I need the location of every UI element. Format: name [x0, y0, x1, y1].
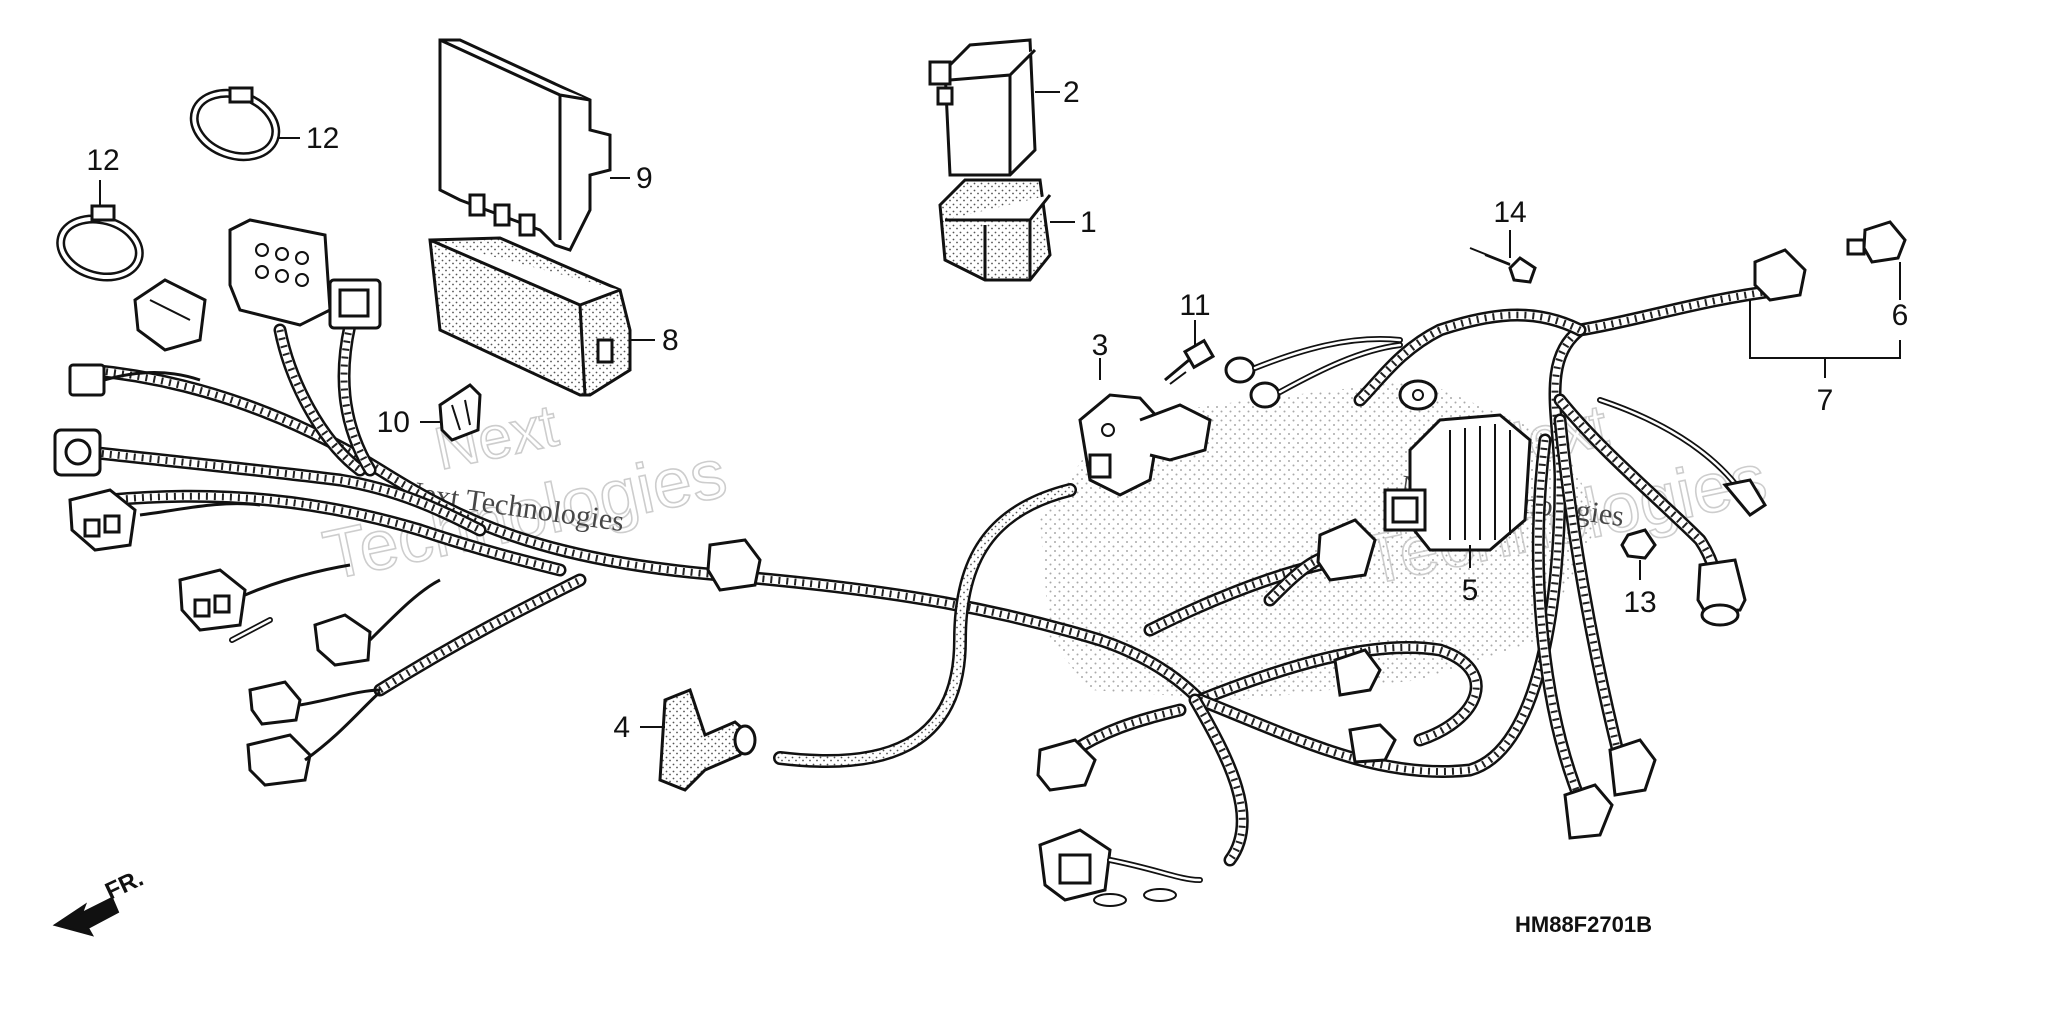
multi-pin-connector-large[interactable]	[228, 218, 332, 327]
main-wire-harness	[63, 283, 1787, 867]
connector-right-lower-a[interactable]	[1333, 648, 1382, 697]
nut-13[interactable]	[1620, 528, 1657, 560]
callout-7: 7	[1817, 384, 1834, 417]
bolt-11[interactable]	[1164, 338, 1216, 385]
connector-right-bullet[interactable]	[1597, 397, 1768, 517]
spark-plug-lead	[773, 483, 1077, 769]
connector-square-right[interactable]	[328, 278, 382, 330]
left-branch-wires	[103, 371, 441, 762]
callout-8: 8	[662, 324, 679, 357]
connector-left-small[interactable]	[68, 363, 106, 397]
small-clip[interactable]	[438, 383, 482, 442]
bullet-terminal-left	[229, 617, 273, 643]
harness-clip-mid	[706, 538, 762, 592]
harness-end-connector-7[interactable]	[1753, 248, 1807, 302]
callout-12-lower: 12	[86, 144, 119, 177]
front-direction-indicator: FR.	[52, 865, 148, 937]
connector-left-mid[interactable]	[178, 568, 247, 632]
regulator-rectifier[interactable]	[1383, 413, 1532, 552]
callout-5: 5	[1462, 574, 1479, 607]
connector-left-lower[interactable]	[313, 613, 372, 667]
front-arrow-icon	[52, 896, 120, 937]
relay[interactable]	[928, 38, 1037, 177]
connector-bottom-large[interactable]	[1038, 828, 1112, 902]
callout-11: 11	[1179, 289, 1210, 322]
callout-3: 3	[1092, 329, 1109, 362]
connector-multi-left[interactable]	[133, 278, 207, 352]
connector-upper-right-pair[interactable]	[1224, 336, 1403, 409]
connector-left-bottom-a[interactable]	[248, 680, 302, 726]
callout-6: 6	[1892, 299, 1909, 332]
control-unit-box[interactable]	[438, 38, 612, 252]
callout-labels: 2 1 3 4 5 6 7 8 9 10 11 12 12 13 14	[86, 76, 1908, 744]
connector-center-coupler[interactable]	[1316, 518, 1377, 582]
relay-rubber-mount[interactable]	[938, 178, 1052, 282]
callout-13: 13	[1623, 586, 1656, 619]
callout-10: 10	[377, 406, 410, 439]
connector-right-down-b[interactable]	[1563, 783, 1614, 840]
callout-1: 1	[1080, 206, 1097, 239]
connector-left-bottom-b[interactable]	[246, 733, 312, 787]
callout-2: 2	[1063, 76, 1080, 109]
connector-left-2pin[interactable]	[68, 488, 137, 552]
callout-12-upper: 12	[306, 122, 339, 155]
diagram-reference-code: HM88F2701B	[1515, 912, 1652, 937]
band-clamp-lower[interactable]	[54, 204, 146, 285]
spark-plug-cap[interactable]	[658, 688, 757, 792]
connector-right-lower-b[interactable]	[1348, 723, 1397, 764]
bullet-terminals-bottom	[1093, 857, 1203, 907]
band-clamp-upper[interactable]	[185, 82, 284, 167]
connector-round-right[interactable]	[1696, 558, 1747, 627]
callout-14: 14	[1493, 196, 1526, 229]
callout-9: 9	[636, 162, 653, 195]
starter-relay[interactable]	[1078, 393, 1212, 497]
bolt-14[interactable]	[1469, 247, 1537, 284]
rubber-case-holder[interactable]	[428, 236, 632, 397]
connector-bottom-center[interactable]	[1036, 738, 1097, 792]
leader-lines	[99, 91, 1901, 728]
connector-cap-6[interactable]	[1846, 220, 1907, 264]
connector-right-down-a[interactable]	[1608, 738, 1657, 797]
callout-4: 4	[613, 711, 630, 744]
connector-round-left[interactable]	[53, 428, 102, 477]
connector-ground-eyelet[interactable]	[1398, 379, 1438, 411]
